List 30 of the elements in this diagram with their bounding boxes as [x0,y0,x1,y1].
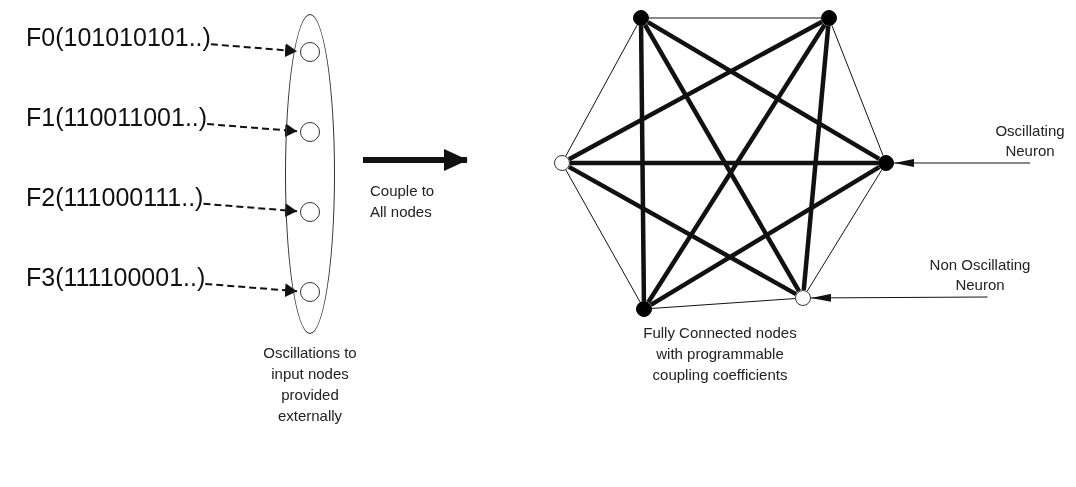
connection-line [831,24,884,157]
connection-line [646,23,827,304]
connection-line [643,23,801,293]
leader-arrow [893,159,1031,167]
arrow [363,149,468,171]
arrow [204,282,299,298]
connection-line [638,25,647,302]
callout-label: Oscillating Neuron [975,121,1076,161]
connection-line [565,24,638,157]
node-caption: Oscillations to input nodes provided externally [262,343,358,426]
connection-line [565,169,641,303]
connection-line [801,25,831,291]
connection-line [646,20,881,161]
leader-arrow [810,293,988,302]
input-signal-label: F1(110011001..) [26,102,208,132]
connection-line [567,164,798,297]
connection-line [570,160,878,166]
connection-line [567,19,824,162]
input-signal-label: F2(111000111..) [26,182,204,212]
callout-label: Non Oscillating Neuron [905,255,1055,295]
input-signal-label: F0(101010101..) [26,22,211,52]
input-signal-label: F3(111100001..) [26,262,206,292]
connection-line [649,165,881,307]
arrow [202,202,299,218]
connection-line [648,17,822,19]
network-caption: Fully Connected nodes with programmable coupling coefficients [642,323,798,385]
connection-line [806,169,883,292]
connection-line [651,298,796,309]
arrow [209,43,299,58]
arrow [206,123,299,138]
